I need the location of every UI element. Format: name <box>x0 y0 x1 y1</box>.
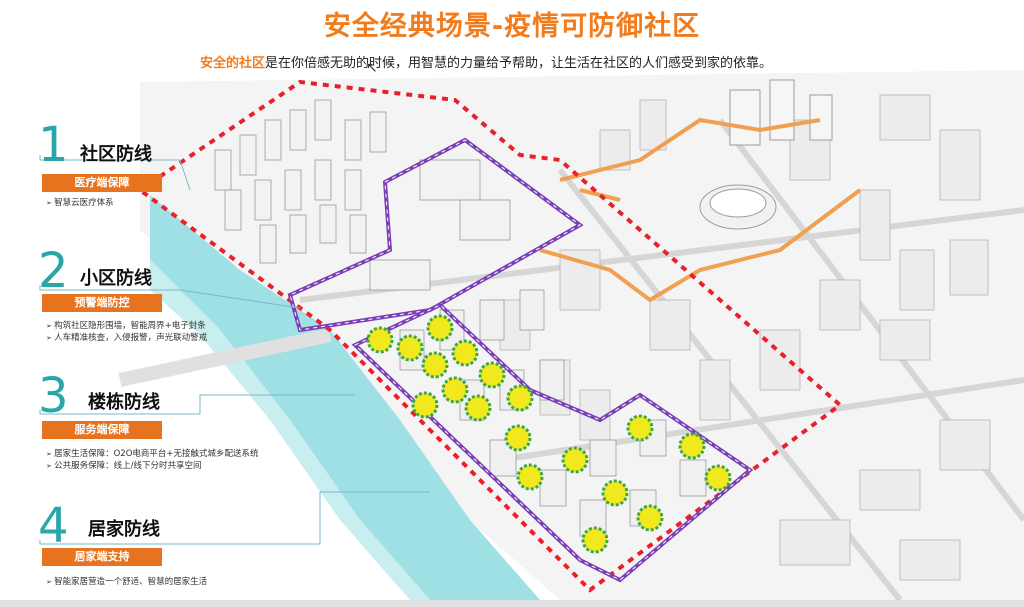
river <box>150 195 540 600</box>
line-item: 人车精准核查，入侵报警，声光联动警戒 <box>46 332 207 344</box>
line-item: 智能家居营造一个舒适、智慧的居家生活 <box>46 576 207 588</box>
line-number-1: 1 <box>38 117 69 173</box>
line-badge-4: 居家端支持 <box>42 548 162 566</box>
subtitle-text: 是在你倍感无助的时候，用智慧的力量给予帮助，让生活在社区的人们感受到家的依靠。 <box>265 56 773 71</box>
mouse-pointer-icon: ↖ <box>366 60 378 76</box>
line-item: 智慧云医疗体系 <box>46 197 114 209</box>
line-name-2: 小区防线 <box>80 268 152 289</box>
line-number-3: 3 <box>38 368 69 424</box>
line-item: 居家生活保障：O2O电商平台+无接触式城乡配送系统 <box>46 448 306 460</box>
line-items-4: 智能家居营造一个舒适、智慧的居家生活 <box>46 576 207 588</box>
line-items-2: 构筑社区隐形围墙，智能周界+电子封条 人车精准核查，入侵报警，声光联动警戒 <box>46 320 207 344</box>
line-items-3: 居家生活保障：O2O电商平台+无接触式城乡配送系统 公共服务保障：线上/线下分时… <box>46 448 306 472</box>
line-name-3: 楼栋防线 <box>88 392 160 413</box>
subtitle-highlight: 安全的社区 <box>200 56 266 71</box>
line-number-2: 2 <box>38 243 69 299</box>
line-name-1: 社区防线 <box>80 144 152 165</box>
footer-bar <box>0 600 1024 607</box>
line-name-4: 居家防线 <box>88 519 160 540</box>
line-badge-1: 医疗端保障 <box>42 174 162 192</box>
community-boundary <box>136 79 844 593</box>
line-badge-3: 服务端保障 <box>42 421 162 439</box>
page-subtitle: 安全的社区是在你倍感无助的时候，用智慧的力量给予帮助，让生活在社区的人们感受到家… <box>200 52 772 71</box>
line-item: 构筑社区隐形围墙，智能周界+电子封条 <box>46 320 207 332</box>
tree-markers <box>366 314 732 554</box>
line-number-4: 4 <box>38 498 69 554</box>
page-title: 安全经典场景-疫情可防御社区 <box>323 11 701 42</box>
line-items-1: 智慧云医疗体系 <box>46 197 114 209</box>
line-badge-2: 预警端防控 <box>42 294 162 312</box>
line-item: 公共服务保障：线上/线下分时共享空间 <box>46 460 306 472</box>
